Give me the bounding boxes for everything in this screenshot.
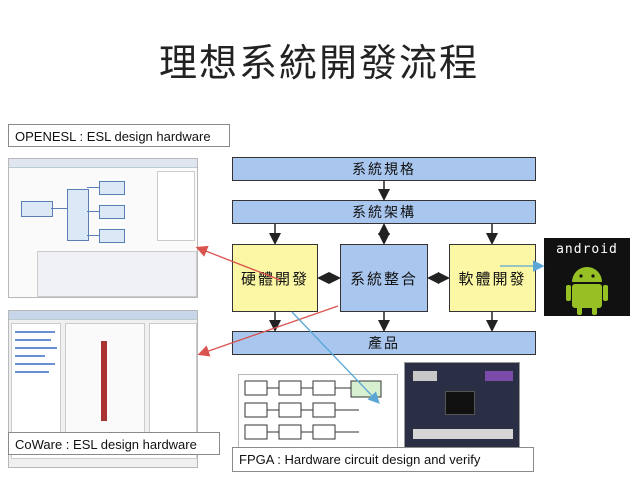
openesl-side-panel: [157, 171, 195, 241]
flow-system-integration-label: 系統整合: [349, 269, 418, 288]
fpga-chip: [445, 391, 475, 415]
coware-bus-bar: [101, 341, 107, 421]
openesl-wire: [87, 235, 99, 236]
openesl-block: [99, 229, 125, 243]
flow-system-spec: 系統規格: [232, 157, 536, 181]
coware-tree-entry: [15, 363, 55, 365]
fpga-board-photo: [404, 362, 520, 448]
flow-system-spec-label: 系統規格: [352, 162, 416, 178]
android-logo-image: android: [544, 238, 630, 316]
openesl-block: [67, 189, 89, 241]
fpga-callout: FPGA : Hardware circuit design and verif…: [232, 447, 534, 472]
logic-gates-drawing: [244, 380, 382, 440]
openesl-wire: [87, 211, 99, 212]
openesl-block: [99, 181, 125, 195]
coware-right-panel: [149, 323, 197, 433]
flow-product: 產品: [232, 331, 536, 355]
openesl-callout: OPENESL : ESL design hardware: [8, 124, 230, 147]
android-wordmark: android: [556, 242, 618, 257]
openesl-block: [21, 201, 53, 217]
coware-callout: CoWare : ESL design hardware: [8, 432, 220, 455]
coware-window-titlebar: [9, 311, 197, 320]
android-robot-icon: [566, 267, 608, 315]
fpga-schematic: [238, 374, 398, 448]
fpga-connector: [413, 371, 437, 381]
flow-system-integration: 系統整合: [340, 244, 428, 312]
slide-title: 理想系統開發流程: [158, 41, 479, 85]
coware-tree-entry: [15, 347, 57, 349]
fpga-connector: [485, 371, 513, 381]
coware-tree-entry: [15, 331, 55, 333]
flow-software-dev: 軟體開發: [449, 244, 536, 312]
coware-tree-panel: [11, 323, 61, 433]
openesl-wire: [87, 187, 99, 188]
fpga-switch-row: [413, 429, 513, 439]
openesl-window-titlebar: [9, 159, 197, 168]
flow-software-dev-label: 軟體開發: [458, 269, 527, 288]
coware-tree-entry: [15, 339, 51, 341]
openesl-wire: [51, 208, 67, 209]
flow-hardware-dev: 硬體開發: [232, 244, 318, 312]
flow-system-architecture: 系統架構: [232, 200, 536, 224]
openesl-screenshot: [8, 158, 198, 298]
flow-product-label: 產品: [368, 336, 400, 352]
flow-hardware-dev-label: 硬體開發: [240, 269, 309, 288]
openesl-block: [99, 205, 125, 219]
coware-tree-entry: [15, 355, 45, 357]
coware-tree-entry: [15, 371, 49, 373]
flow-system-architecture-label: 系統架構: [352, 205, 416, 221]
openesl-bottom-panel: [37, 251, 197, 297]
